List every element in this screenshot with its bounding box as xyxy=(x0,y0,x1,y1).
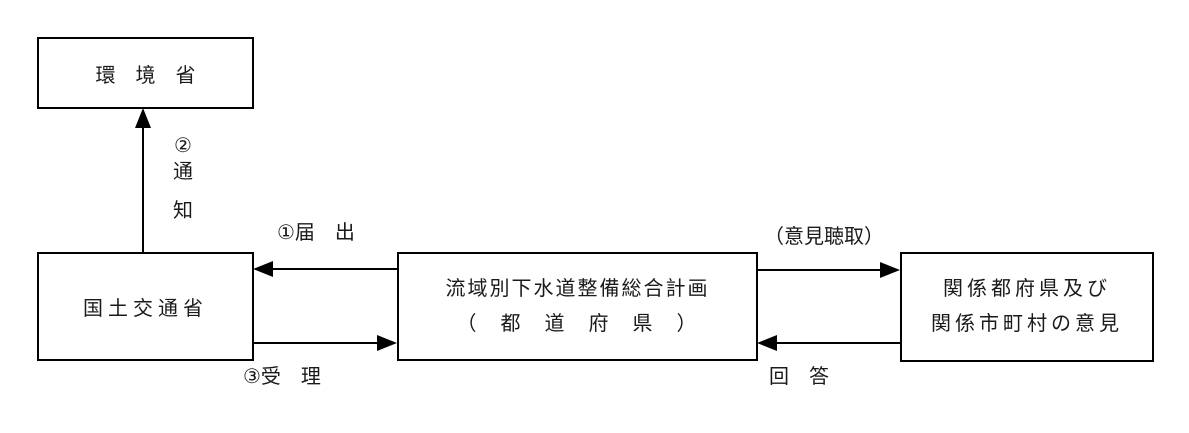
box-environment-ministry: 環 境 省 xyxy=(37,37,254,109)
label-response: 回 答 xyxy=(769,366,829,388)
box-related-opinions: 関係都府県及び 関係市町村の意見 xyxy=(900,252,1154,362)
environment-ministry-label: 環 境 省 xyxy=(95,64,196,87)
arrow-hearing-line xyxy=(757,269,883,271)
arrow-notice-arrowhead xyxy=(135,108,151,128)
label-step3-acceptance: ③受 理 xyxy=(243,366,321,388)
sewerage-plan-line1: 流域別下水道整備総合計画 xyxy=(445,277,710,300)
arrow-acceptance-line xyxy=(253,342,379,344)
arrow-notification-line xyxy=(271,268,397,270)
arrow-hearing-arrowhead xyxy=(880,262,900,278)
arrow-notice-line xyxy=(142,126,144,252)
label-step2-char1: 通 xyxy=(173,161,193,183)
arrow-notification-arrowhead xyxy=(253,261,273,277)
arrow-response-line xyxy=(775,342,900,344)
related-opinions-line2: 関係市町村の意見 xyxy=(931,313,1123,335)
label-step2-notice: ② 通 知 xyxy=(168,133,198,224)
box-sewerage-plan: 流域別下水道整備総合計画 （ 都 道 府 県 ） xyxy=(397,252,758,361)
mlit-label: 国土交通省 xyxy=(83,298,208,320)
sewerage-plan-line2: （ 都 道 府 県 ） xyxy=(456,312,699,335)
related-opinions-line1: 関係都府県及び xyxy=(943,278,1111,300)
label-step2-number: ② xyxy=(174,135,192,157)
label-step1-notification: ①届 出 xyxy=(277,222,355,244)
arrow-response-arrowhead xyxy=(757,335,777,351)
arrow-acceptance-arrowhead xyxy=(377,335,397,351)
label-step2-char2: 知 xyxy=(173,200,193,222)
box-mlit: 国土交通省 xyxy=(37,252,254,361)
label-opinion-hearing: （意見聴取） xyxy=(764,226,884,248)
